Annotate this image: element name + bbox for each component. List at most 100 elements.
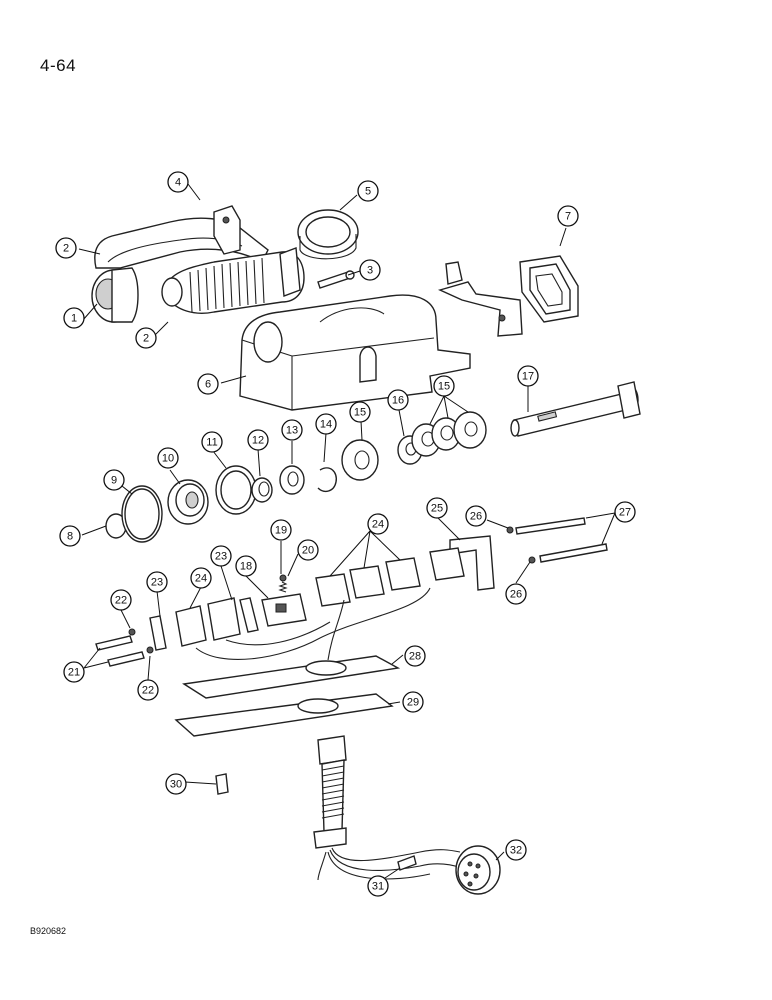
callout-circle [517,365,539,387]
callout-25: 25 [426,497,448,519]
callout-number: 23 [151,577,163,589]
callout-21: 21 [63,661,85,683]
callout-number: 18 [240,561,252,573]
callout-17: 17 [517,365,539,387]
callout-7: 7 [557,205,579,227]
callout-number: 15 [354,407,366,419]
callout-5: 5 [357,180,379,202]
callout-circle [165,773,187,795]
callout-circle [357,180,379,202]
callout-30: 30 [165,773,187,795]
callout-27: 27 [614,501,636,523]
figure-code: B920682 [30,926,67,936]
callout-circle [59,525,81,547]
callout-1: 1 [63,307,85,329]
callout-28: 28 [404,645,426,667]
callout-circle [281,419,303,441]
callout-circle [146,571,168,593]
callout-circle [167,171,189,193]
callout-number: 22 [142,685,154,697]
callout-6: 6 [197,373,219,395]
callout-number: 11 [206,437,217,449]
callout-19: 19 [270,519,292,541]
callout-24: 24 [367,513,389,535]
callout-number: 23 [215,551,227,563]
callout-18: 18 [235,555,257,577]
callout-circle [315,413,337,435]
callout-4: 4 [167,171,189,193]
callout-number: 1 [71,313,77,325]
callout-3: 3 [359,259,381,281]
callout-circle [103,469,125,491]
callout-number: 32 [510,845,522,857]
callout-number: 2 [63,243,69,255]
callout-circle [157,447,179,469]
callout-number: 19 [275,525,287,537]
callout-22: 22 [110,589,132,611]
callout-circle [349,401,371,423]
callout-circle [505,839,527,861]
callout-number: 22 [115,595,127,607]
callout-circle [557,205,579,227]
callout-circle [55,237,77,259]
callout-22: 22 [137,679,159,701]
callout-2: 2 [55,237,77,259]
leader-lines [78,183,616,881]
callout-number: 3 [367,265,373,277]
callout-29: 29 [402,691,424,713]
callout-number: 6 [205,379,211,391]
callout-number: 26 [510,589,522,601]
callout-number: 30 [170,779,182,791]
callout-number: 9 [111,475,117,487]
callout-circle [270,519,292,541]
callout-number: 31 [372,881,384,893]
callout-circle [367,875,389,897]
callout-number: 5 [365,186,371,198]
callout-13: 13 [281,419,303,441]
callout-circle [505,583,527,605]
callout-number: 29 [407,697,419,709]
switch-assembly [95,517,608,667]
washers-and-cams [105,411,487,543]
callout-circle [235,555,257,577]
callout-number: 27 [619,507,631,519]
callout-number: 14 [320,419,332,431]
callout-number: 7 [565,211,571,223]
callout-24: 24 [190,567,212,589]
callout-circle [404,645,426,667]
callout-circle [197,373,219,395]
harness-and-connector [215,735,501,895]
callout-circle [110,589,132,611]
callout-number: 20 [302,545,314,557]
callout-number: 8 [67,531,73,543]
callout-circle [387,389,409,411]
callout-number: 21 [68,667,80,679]
callout-15: 15 [349,401,371,423]
callout-number: 25 [431,503,443,515]
callout-31: 31 [367,875,389,897]
callout-circle [190,567,212,589]
callout-number: 10 [162,453,174,465]
callout-circle [63,307,85,329]
callout-8: 8 [59,525,81,547]
callout-number: 12 [252,435,264,447]
callout-circle [614,501,636,523]
callout-10: 10 [157,447,179,469]
callout-14: 14 [315,413,337,435]
callout-number: 2 [143,333,149,345]
callout-2: 2 [135,327,157,349]
callout-circle [367,513,389,535]
callout-26: 26 [465,505,487,527]
callout-number: 26 [470,511,482,523]
callout-circle [63,661,85,683]
gaskets-28-29 [174,655,401,737]
callout-circle [402,691,424,713]
callout-26: 26 [505,583,527,605]
callout-number: 24 [372,519,384,531]
callout-number: 16 [392,395,404,407]
callout-circle [426,497,448,519]
callout-circle [433,375,455,397]
callout-number: 4 [175,177,181,189]
callout-circle [137,679,159,701]
